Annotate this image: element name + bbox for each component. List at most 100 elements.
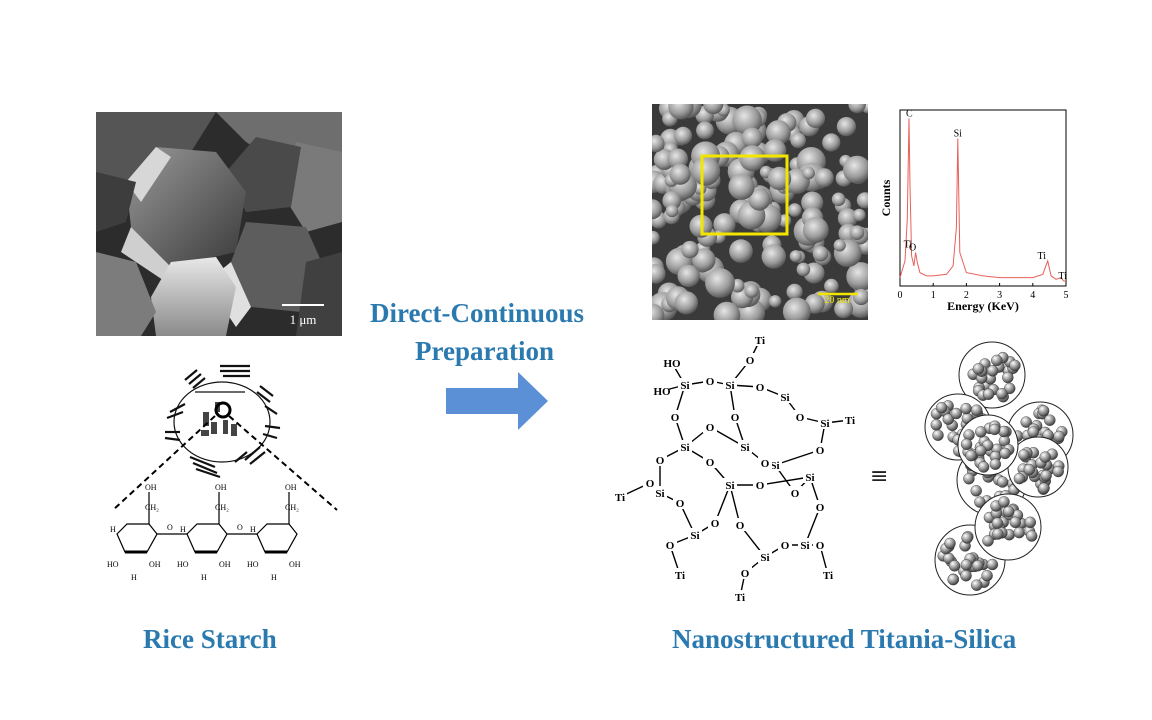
atom-backdrop	[758, 456, 772, 469]
x-axis-label: Energy (KeV)	[947, 299, 1019, 313]
atom-backdrop	[753, 478, 767, 491]
starch-scale-bar-label: 1 μm	[290, 312, 317, 327]
sem-particle	[668, 104, 694, 120]
sem-particle	[782, 297, 811, 320]
atom-backdrop	[613, 490, 627, 503]
sem-particle	[789, 250, 802, 263]
atom-label: O	[711, 518, 720, 530]
process-label-line1: Direct-Continuous	[370, 298, 585, 328]
label-oh: OH	[219, 560, 231, 569]
nanoparticle	[950, 407, 962, 420]
atom-label: HO	[653, 386, 671, 398]
atom-backdrop	[643, 476, 657, 489]
rice-starch-sem-image: 1 μm	[96, 112, 342, 336]
atom-label: Si	[680, 442, 689, 454]
atom-backdrop	[793, 410, 807, 423]
ts-scale-bar-label: 20 nm	[824, 295, 850, 306]
sem-particle	[652, 134, 665, 153]
nanoparticle	[986, 558, 999, 571]
atom-backdrop	[778, 538, 792, 551]
nanoparticle	[972, 559, 984, 572]
sem-particle	[768, 295, 782, 308]
nanoparticle	[1009, 516, 1022, 529]
atom-label: Ti	[755, 335, 765, 347]
sem-particle	[729, 239, 753, 263]
nanoparticle	[960, 569, 972, 582]
atom-backdrop	[663, 538, 677, 551]
peak-label: Ti	[1058, 271, 1067, 282]
nanoparticle	[965, 449, 977, 462]
nanoparticle	[960, 559, 972, 571]
sem-particle	[732, 105, 762, 136]
atom-backdrop	[703, 374, 717, 387]
sem-particle	[814, 168, 834, 188]
atom-backdrop	[655, 384, 669, 397]
x-tick-label: 1	[931, 290, 936, 301]
sem-particle	[801, 191, 824, 214]
sem-particle	[763, 139, 787, 162]
nanoparticle	[970, 485, 982, 497]
atom-label: O	[756, 382, 765, 394]
peak-label: C	[906, 108, 913, 119]
sem-particle	[796, 262, 811, 277]
equivalence-sign: ≡	[870, 464, 889, 489]
atom-label: Ti	[675, 570, 685, 582]
atom-backdrop	[678, 378, 692, 391]
atom-label: O	[731, 412, 740, 424]
nanoparticle	[991, 517, 1004, 529]
nanoparticle	[1013, 472, 1026, 485]
atom-label: O	[791, 488, 800, 500]
atom-backdrop	[738, 566, 752, 579]
nanoparticle	[1002, 371, 1014, 384]
nanoparticle	[944, 537, 956, 550]
atom-backdrop	[653, 486, 667, 499]
nanoparticle	[961, 532, 973, 544]
atom-backdrop	[733, 518, 747, 531]
sem-particle	[674, 126, 693, 145]
atom-label: O	[706, 422, 715, 434]
x-tick-label: 4	[1030, 290, 1035, 301]
atom-backdrop	[758, 550, 772, 563]
sem-particle	[786, 283, 803, 300]
sem-particle	[834, 299, 853, 319]
nanoparticle	[1013, 526, 1025, 539]
nanoparticle	[1020, 416, 1032, 428]
sem-particle	[691, 157, 721, 186]
sem-particle	[802, 166, 815, 180]
sem-particle	[849, 225, 865, 240]
atom-backdrop	[703, 420, 717, 433]
atom-backdrop	[723, 378, 737, 391]
sem-particle	[824, 278, 839, 294]
atom-label: Ti	[845, 415, 855, 427]
nanoparticle	[1040, 469, 1052, 482]
sem-particle	[761, 244, 786, 269]
atom-label: O	[741, 568, 750, 580]
nanoparticle	[998, 496, 1010, 508]
nanoparticle	[948, 560, 961, 572]
nanoparticle	[975, 445, 987, 457]
atom-label: Si	[820, 418, 829, 430]
sem-particle	[652, 303, 665, 320]
atom-label: Ti	[735, 592, 745, 604]
atom-backdrop	[703, 455, 717, 468]
process-label-line2: Preparation	[415, 336, 554, 366]
atom-label: O	[671, 412, 680, 424]
nanoparticle	[1009, 359, 1021, 372]
label-h: H	[180, 525, 186, 534]
peak-label: Ti	[904, 240, 913, 251]
atom-backdrop	[813, 538, 827, 551]
nanoparticle	[1027, 426, 1040, 438]
nanoparticle	[947, 573, 959, 586]
atom-backdrop	[821, 568, 835, 581]
nanoparticle	[960, 438, 973, 451]
nanoparticle	[1018, 449, 1030, 461]
nanoparticle	[1053, 430, 1065, 443]
label-oh: OH	[289, 560, 301, 569]
label-ch2: CH₂	[285, 503, 299, 512]
atom-label: O	[706, 376, 715, 388]
nanoparticle	[974, 496, 986, 508]
sem-particle	[848, 104, 866, 114]
sem-particle	[812, 245, 829, 262]
sem-particle	[853, 208, 866, 222]
